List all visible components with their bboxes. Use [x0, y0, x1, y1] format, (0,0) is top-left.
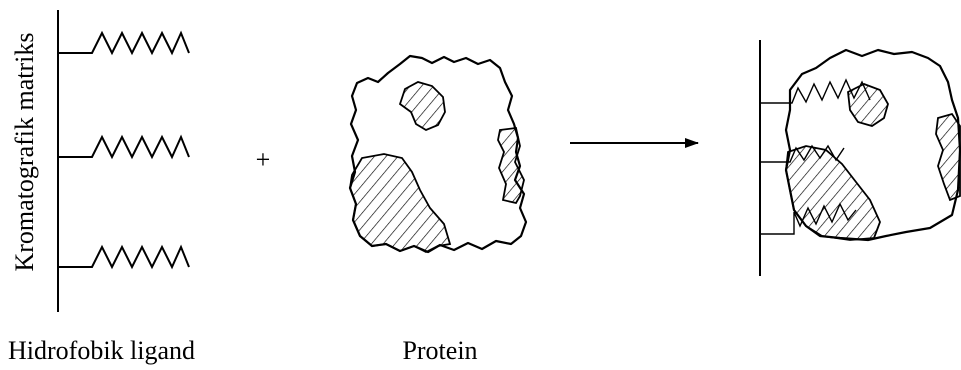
matrix-label: Kromatografik matriks: [10, 33, 39, 272]
plus-sign: +: [256, 145, 271, 174]
hydrophobic-ligand-3: [58, 247, 189, 267]
protein-label: Protein: [402, 336, 477, 365]
protein: Protein: [350, 56, 526, 365]
hydrophobic-ligand-1: [58, 33, 189, 53]
hydrophobic-ligand-2: [58, 137, 189, 157]
ligand-label: Hidrofobik ligand: [8, 336, 195, 365]
bound-complex: [760, 40, 960, 276]
chromatographic-matrix: Kromatografik matriks: [10, 10, 189, 312]
